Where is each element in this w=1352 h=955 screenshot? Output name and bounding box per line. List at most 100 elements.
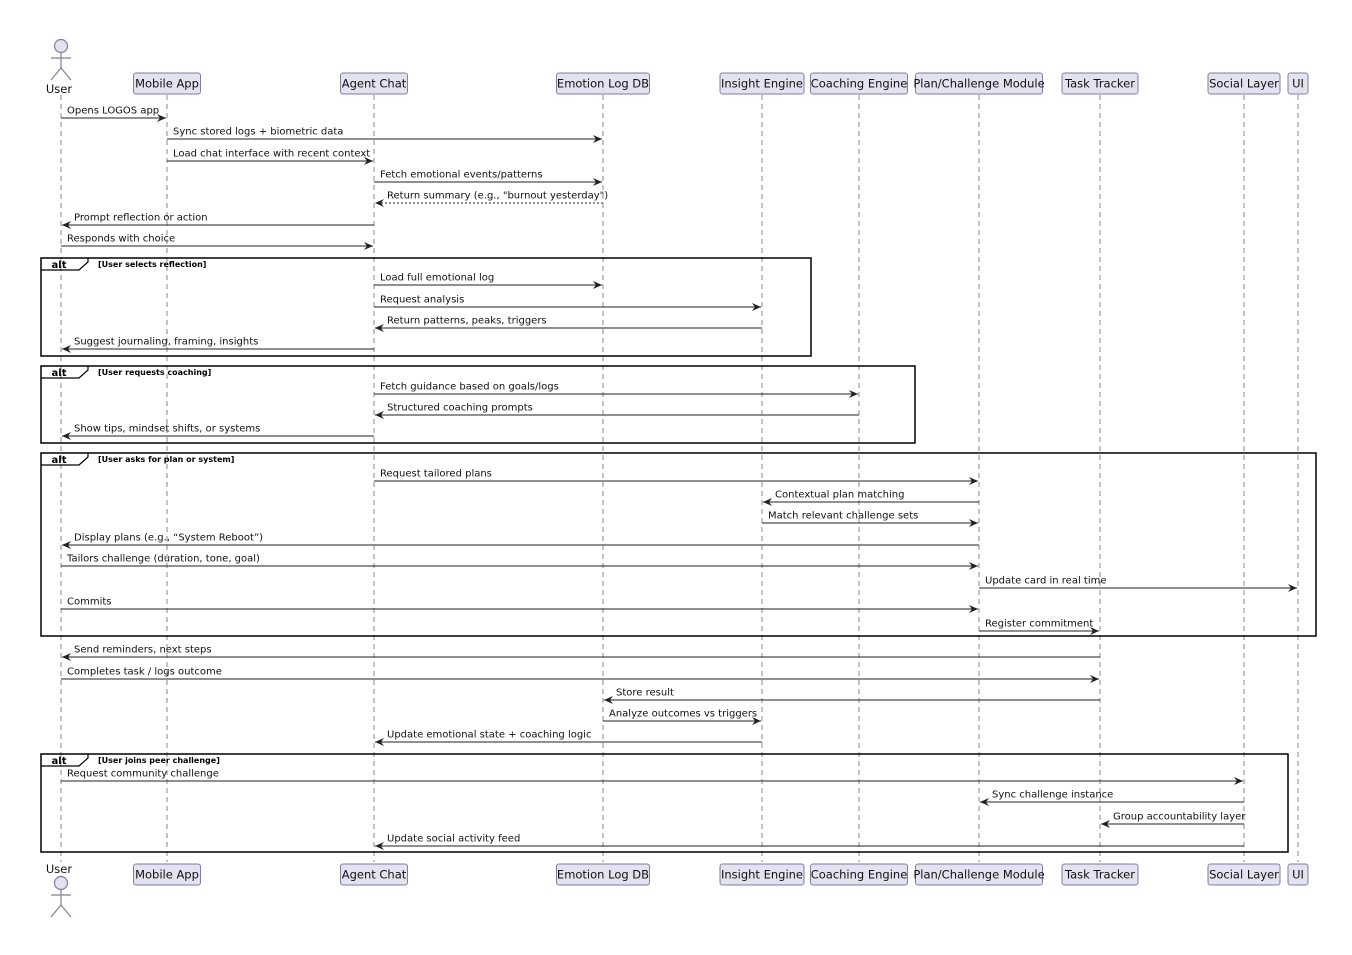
participant-user-top: User [46,38,72,96]
participant-label: Social Layer [1209,77,1279,91]
participant-insight-top: Insight Engine [719,72,805,95]
message-label: Structured coaching prompts [387,403,533,414]
message: Match relevant challenge sets [762,511,978,527]
message: Responds with choice [61,234,373,250]
message-label: Prompt reflection or action [74,213,208,224]
alt-fragment: alt [User joins peer challenge] [40,753,1289,853]
participant-plan-bottom: Plan/Challenge Module [913,863,1045,886]
participant-label: Emotion Log DB [557,77,649,91]
fragments: alt[User selects reflection]alt[User req… [40,257,1317,853]
fragment-keyword: alt [52,260,67,271]
message: Update emotional state + coaching logic [375,730,762,746]
message-label: Tailors challenge (duration, tone, goal) [66,554,260,565]
message: Store result [604,688,1100,704]
message: Update social activity feed [375,834,1244,850]
fragment-condition: [User selects reflection] [98,260,206,269]
message: Prompt reflection or action [62,213,374,229]
participant-label: Coaching Engine [811,77,908,91]
participant-label: User [46,82,72,96]
message-label: Fetch emotional events/patterns [380,170,543,181]
participant-social-top: Social Layer [1207,72,1281,95]
fragment-keyword: alt [52,368,67,379]
lifelines [60,95,1299,862]
message: Group accountability layer [1101,812,1246,828]
message-label: Send reminders, next steps [74,645,212,656]
participant-plan-top: Plan/Challenge Module [913,72,1045,95]
participant-coaching-bottom: Coaching Engine [810,863,908,886]
message-label: Store result [616,688,674,699]
message-label: Load full emotional log [380,273,494,284]
participant-label: Agent Chat [342,77,407,91]
message-label: Opens LOGOS app [67,106,159,117]
message: Return summary (e.g., "burnout yesterday… [375,191,608,207]
message-label: Sync stored logs + biometric data [173,127,343,138]
message-label: Return summary (e.g., "burnout yesterday… [387,191,608,202]
message: Contextual plan matching [763,490,979,506]
participant-coaching-top: Coaching Engine [810,72,908,95]
message-label: Request tailored plans [380,469,492,480]
message: Show tips, mindset shifts, or systems [62,424,374,440]
message-label: Commits [67,597,112,608]
message: Update card in real time [979,576,1297,592]
message: Structured coaching prompts [375,403,859,419]
message: Return patterns, peaks, triggers [375,316,762,332]
participant-agent-top: Agent Chat [340,72,408,95]
message-label: Contextual plan matching [775,490,904,501]
participant-label: Mobile App [135,868,199,882]
participant-user-bottom: User [46,862,72,918]
message: Sync stored logs + biometric data [167,127,602,143]
message-label: Show tips, mindset shifts, or systems [74,424,260,435]
participant-label: Task Tracker [1064,77,1135,91]
fragment-tab [41,366,89,379]
message: Load full emotional log [374,273,602,289]
participant-label: Task Tracker [1064,868,1135,882]
participant-task-bottom: Task Tracker [1061,863,1139,886]
participant-ui-bottom: UI [1287,863,1309,886]
message-label: Update emotional state + coaching logic [387,730,591,741]
participant-label: Plan/Challenge Module [913,868,1044,882]
alt-fragment: alt[User asks for plan or system] [40,452,1317,637]
alt-fragment: alt [User selects reflection] [40,257,812,357]
message: Completes task / logs outcome [61,667,1099,683]
participant-label: User [46,862,72,876]
message: Request community challenge [61,769,1243,785]
participant-label: Agent Chat [342,868,407,882]
message-label: Match relevant challenge sets [768,511,918,522]
message-label: Sync challenge instance [992,790,1113,801]
message-label: Completes task / logs outcome [67,667,222,678]
fragment-frame [40,753,1289,853]
message-label: Return patterns, peaks, triggers [387,316,547,327]
participant-label: Emotion Log DB [557,868,649,882]
message-label: Fetch guidance based on goals/logs [380,382,559,393]
message: Register commitment [979,619,1099,635]
message-label: Register commitment [985,619,1093,630]
message: Fetch guidance based on goals/logs [374,382,858,398]
message-label: Update social activity feed [387,834,520,845]
message: Suggest journaling, framing, insights [62,337,374,353]
message-label: Responds with choice [67,234,175,245]
message-label: Analyze outcomes vs triggers [609,709,757,720]
participant-task-top: Task Tracker [1061,72,1139,95]
participant-social-bottom: Social Layer [1207,863,1281,886]
fragment-tab [41,258,89,271]
message: Fetch emotional events/patterns [374,170,602,186]
message-label: Load chat interface with recent context [173,149,370,160]
fragment-condition: [User joins peer challenge] [98,756,220,765]
message-label: Display plans (e.g., “System Reboot”) [74,533,263,544]
message-label: Suggest journaling, framing, insights [74,337,258,348]
participant-mobile-top: Mobile App [133,72,201,95]
fragment-keyword: alt [52,455,67,466]
message: Opens LOGOS app [61,106,166,122]
participant-label: Plan/Challenge Module [913,77,1044,91]
message: Load chat interface with recent context [167,149,373,165]
participant-label: UI [1292,868,1304,882]
participant-emotion-bottom: Emotion Log DB [556,863,650,886]
message: Sync challenge instance [980,790,1244,806]
message-label: Request analysis [380,295,464,306]
message-label: Group accountability layer [1113,812,1246,823]
fragment-frame [40,257,812,357]
participant-label: Mobile App [135,77,199,91]
participant-agent-bottom: Agent Chat [340,863,408,886]
fragment-keyword: alt [52,756,67,767]
